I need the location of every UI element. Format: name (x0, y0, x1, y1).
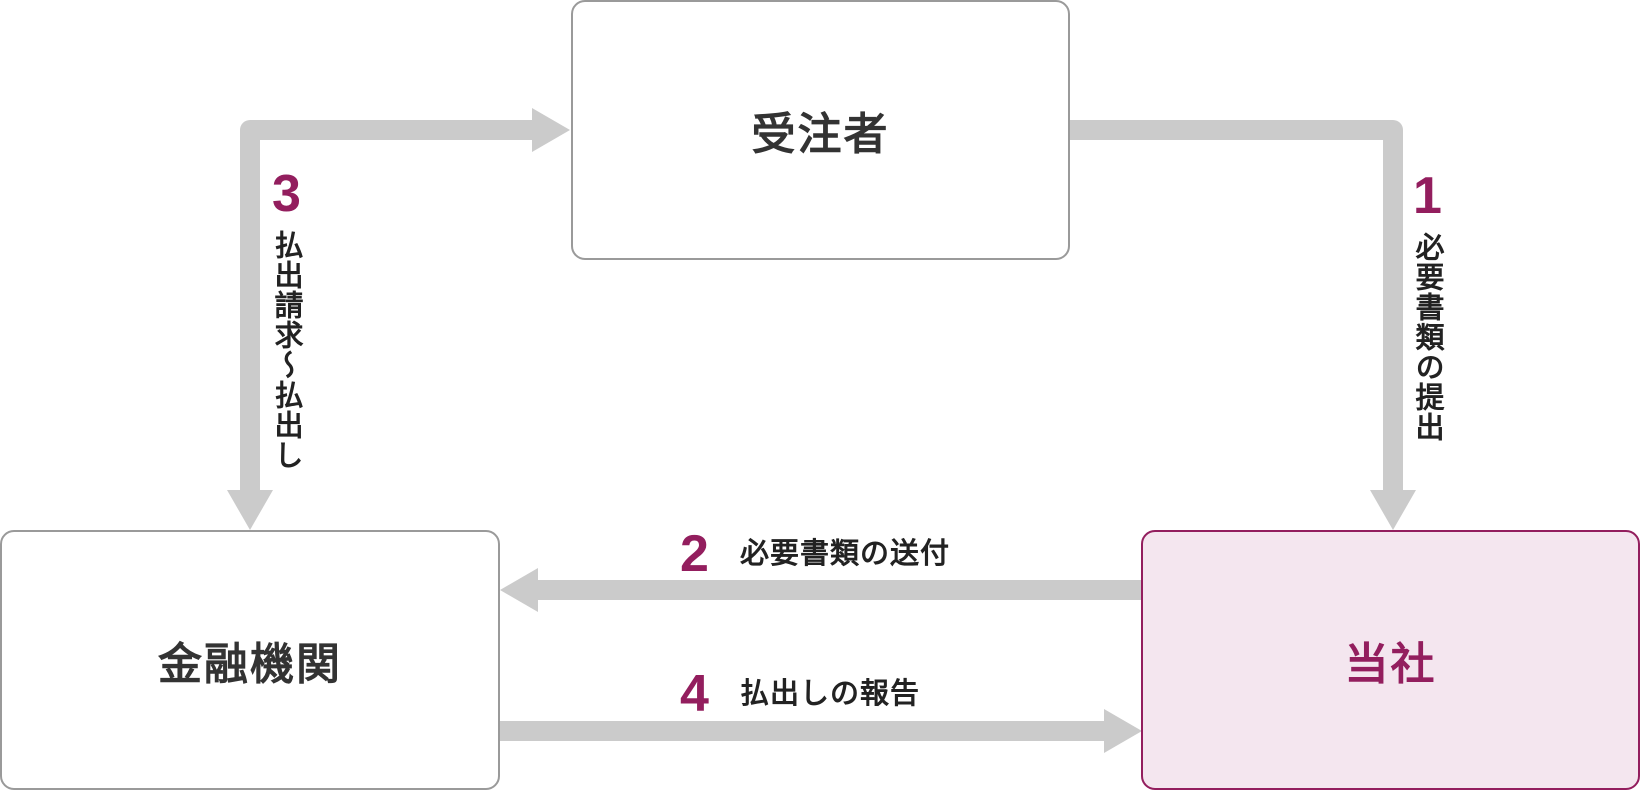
step-3-label: 払出請求～払出し (270, 230, 304, 470)
step-4-label: 払出しの報告 (740, 676, 921, 710)
arrow-step-1 (1069, 120, 1403, 498)
node-bank: 金融機関 (0, 530, 500, 790)
step-2-number: 2 (680, 525, 709, 583)
step-1-label: 必要書類の提出 (1411, 232, 1445, 442)
arrow-step-3 (240, 120, 536, 498)
arrow-step-2-head (500, 568, 538, 612)
step-2-label: 必要書類の送付 (740, 536, 951, 570)
node-company: 当社 (1141, 530, 1640, 790)
arrow-step-1-head (1370, 490, 1416, 530)
step-3-number: 3 (272, 165, 301, 223)
node-contractor: 受注者 (571, 0, 1070, 260)
step-1-number: 1 (1413, 167, 1442, 225)
arrow-step-3-head-top (532, 108, 570, 152)
step-4-number: 4 (680, 665, 709, 723)
arrow-step-3-head-bottom (227, 490, 273, 530)
arrow-step-4-head (1104, 709, 1142, 753)
